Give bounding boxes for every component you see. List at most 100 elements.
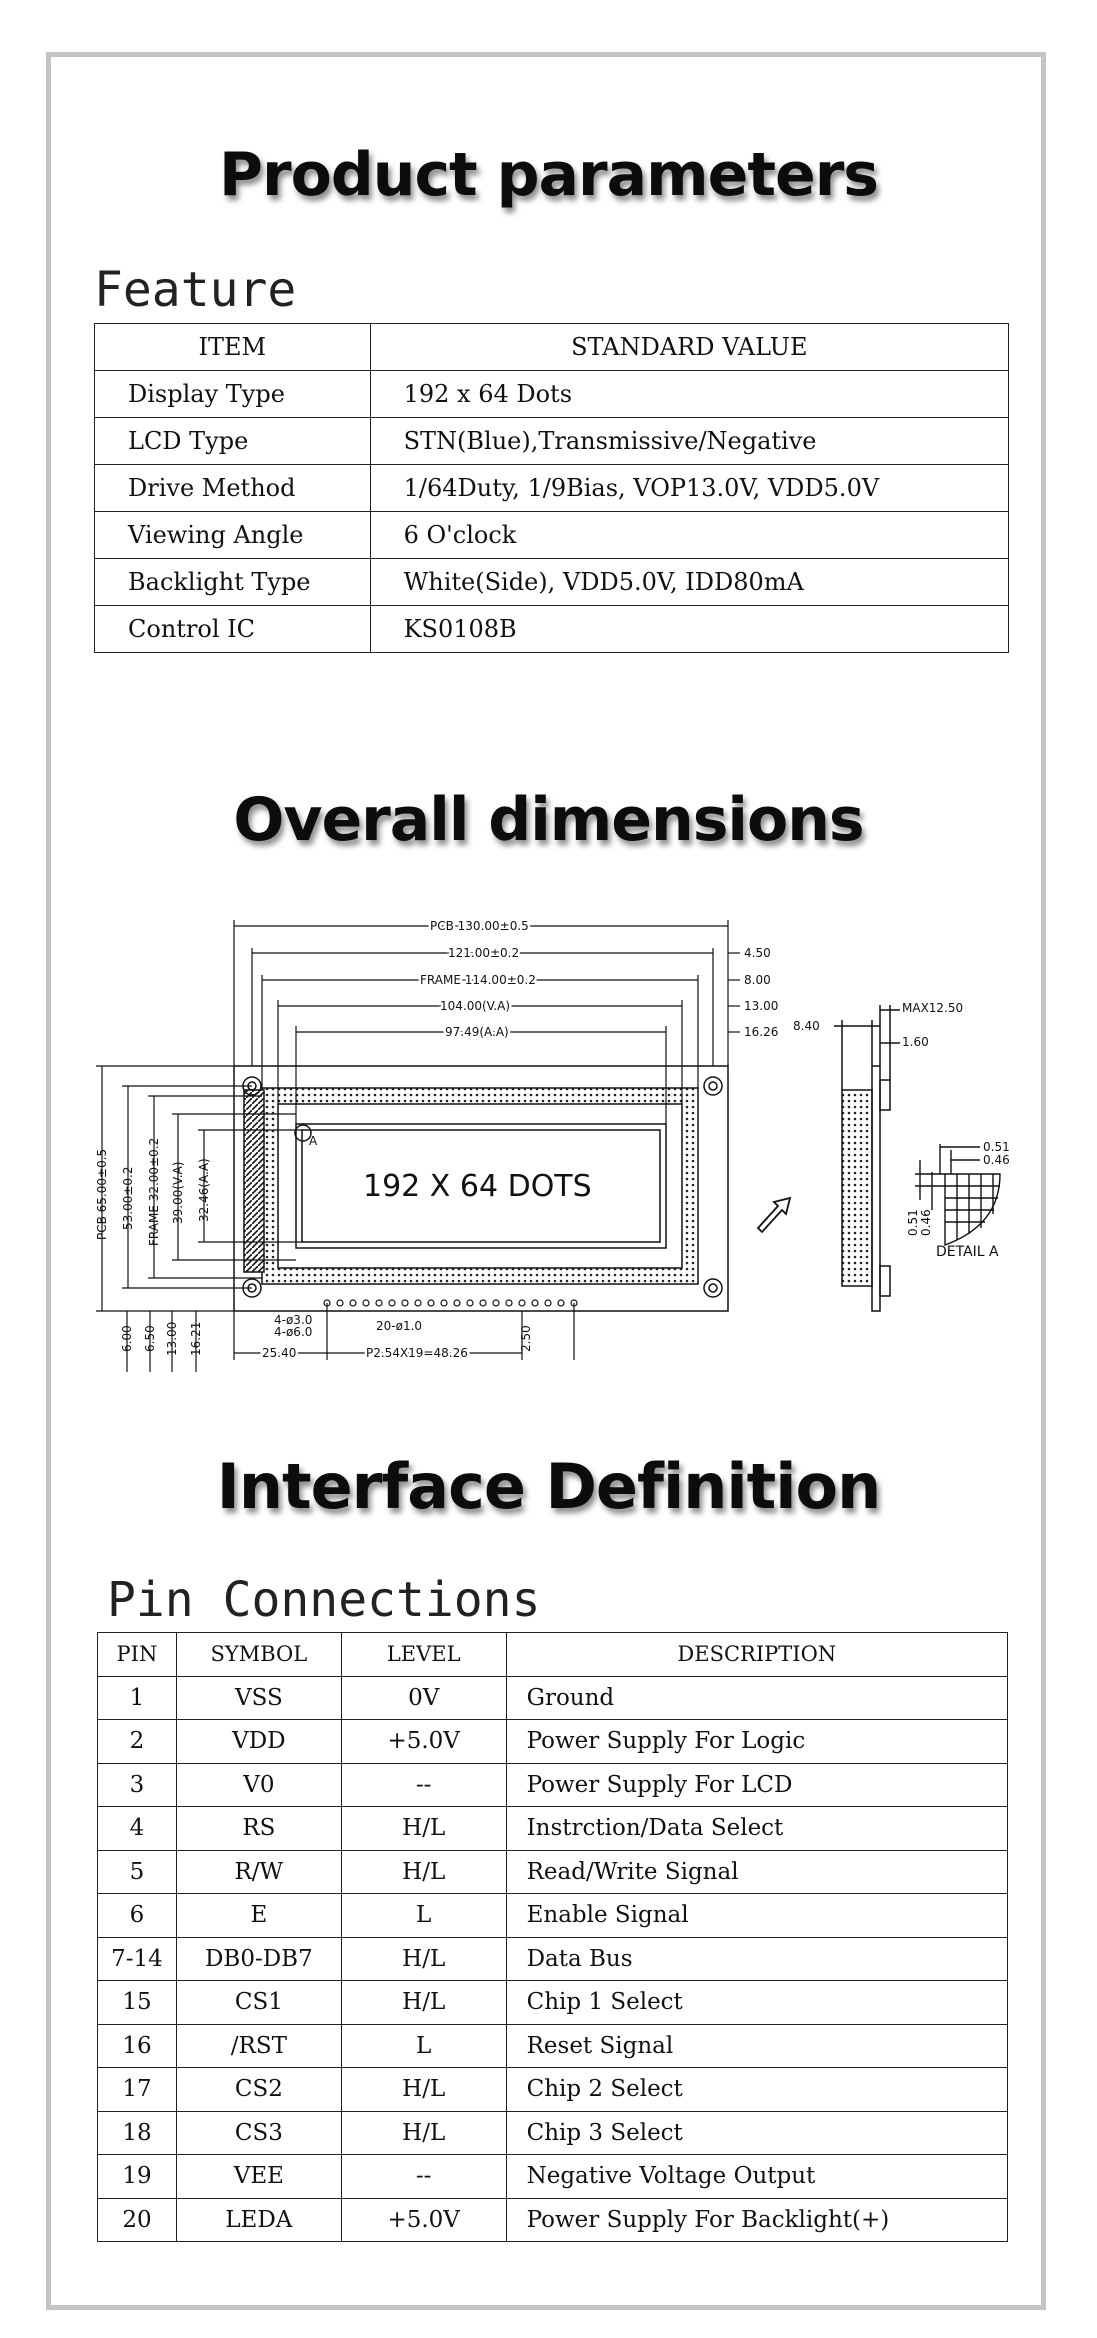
dim-top: FRAME 114.00±0.2	[420, 973, 536, 987]
product-parameters-heading: Product parameters	[219, 140, 879, 210]
feature-item: Drive Method	[94, 464, 371, 512]
pin-level: L	[340, 1893, 507, 1938]
pin-level: +5.0V	[340, 2197, 507, 2242]
dim-bottom-left: 6.50	[143, 1325, 157, 1352]
pin-level: H/L	[340, 2067, 507, 2112]
dim-offset: 16.26	[744, 1025, 778, 1039]
feature-item: Display Type	[94, 370, 371, 418]
dim-offset: 13.00	[744, 999, 778, 1013]
pin-symbol: RS	[175, 1806, 342, 1851]
feature-header-item: ITEM	[94, 323, 371, 371]
pin-description: Power Supply For Logic	[505, 1719, 1009, 1764]
dim-top: PCB 130.00±0.5	[430, 919, 529, 933]
pin-description: Power Supply For LCD	[505, 1762, 1009, 1807]
page-frame	[46, 52, 1046, 2310]
feature-value: 192 x 64 Dots	[369, 370, 1010, 418]
dim-left: 39.00(V.A)	[171, 1162, 185, 1224]
pin-symbol: DB0-DB7	[175, 1936, 342, 1981]
pin-number: 18	[97, 2110, 177, 2155]
feature-value: STN(Blue),Transmissive/Negative	[369, 417, 1010, 465]
pin-symbol: CS3	[175, 2110, 342, 2155]
dim-top: 97.49(A.A)	[445, 1025, 509, 1039]
pin-symbol: E	[175, 1893, 342, 1938]
pin-symbol: CS2	[175, 2067, 342, 2112]
feature-item: Viewing Angle	[94, 511, 371, 559]
dim-top: 104.00(V.A)	[440, 999, 510, 1013]
feature-value: 1/64Duty, 1/9Bias, VOP13.0V, VDD5.0V	[369, 464, 1010, 512]
pin-level: H/L	[340, 1849, 507, 1894]
pin-symbol: VSS	[175, 1675, 342, 1720]
pin-symbol: /RST	[175, 2023, 342, 2068]
dim-left: 53.00±0.2	[121, 1167, 135, 1231]
pin-number: 20	[97, 2197, 177, 2242]
pin-level: +5.0V	[340, 1719, 507, 1764]
pin-symbol: VEE	[175, 2154, 342, 2199]
dim-bottom-left: 13.00	[165, 1322, 179, 1356]
pin-number: 7-14	[97, 1936, 177, 1981]
feature-header-value: STANDARD VALUE	[369, 323, 1010, 371]
dim-offset: 4.50	[744, 946, 771, 960]
side-dim: 1.60	[902, 1035, 929, 1049]
pin-number: 4	[97, 1806, 177, 1851]
detail-dim: 0.46	[919, 1209, 933, 1236]
feature-item: Backlight Type	[94, 558, 371, 606]
screen-label: 192 X 64 DOTS	[363, 1169, 592, 1204]
pin-level: H/L	[340, 1980, 507, 2025]
dim-bottom: 25.40	[262, 1346, 296, 1360]
pin-level: --	[340, 2154, 507, 2199]
pin-number: 15	[97, 1980, 177, 2025]
pin-level: L	[340, 2023, 507, 2068]
marker-a: A	[309, 1134, 318, 1148]
side-dim: MAX12.50	[902, 1001, 963, 1015]
dim-bottom-left: 16.21	[189, 1322, 203, 1356]
pin-symbol: R/W	[175, 1849, 342, 1894]
pin-description: Instrction/Data Select	[505, 1806, 1009, 1851]
pin-number: 6	[97, 1893, 177, 1938]
dim-bottom-left: 6.00	[120, 1325, 134, 1352]
dim-left: 32.46(A.A)	[197, 1158, 211, 1222]
feature-table-header: ITEM STANDARD VALUE	[94, 323, 1010, 371]
dim-top: 121.00±0.2	[448, 946, 519, 960]
dim-offset: 8.00	[744, 973, 771, 987]
pin-description: Read/Write Signal	[505, 1849, 1009, 1894]
pin-description: Chip 2 Select	[505, 2067, 1009, 2112]
pin-header-pin: PIN	[97, 1632, 177, 1677]
pin-description: Ground	[505, 1675, 1009, 1720]
hole-label: 4-ø6.0	[274, 1325, 312, 1339]
detail-dim: 0.51	[983, 1140, 1010, 1154]
pin-symbol: VDD	[175, 1719, 342, 1764]
pin-header-level: LEVEL	[340, 1632, 507, 1677]
feature-value: KS0108B	[369, 605, 1010, 653]
hole-label: 20-ø1.0	[376, 1319, 422, 1333]
pin-number: 3	[97, 1762, 177, 1807]
pin-symbol: V0	[175, 1762, 342, 1807]
pin-level: H/L	[340, 1806, 507, 1851]
feature-value: 6 O'clock	[369, 511, 1010, 559]
pin-description: Negative Voltage Output	[505, 2154, 1009, 2199]
pin-description: Data Bus	[505, 1936, 1009, 1981]
pin-description: Reset Signal	[505, 2023, 1009, 2068]
pin-holes	[323, 1299, 578, 1307]
side-dim: 8.40	[793, 1019, 820, 1033]
dim-left: PCB 65.00±0.5	[95, 1149, 109, 1240]
detail-dim: 0.51	[906, 1209, 920, 1236]
pin-header-symbol: SYMBOL	[175, 1632, 342, 1677]
pin-header-description: DESCRIPTION	[505, 1632, 1009, 1677]
pin-description: Enable Signal	[505, 1893, 1009, 1938]
